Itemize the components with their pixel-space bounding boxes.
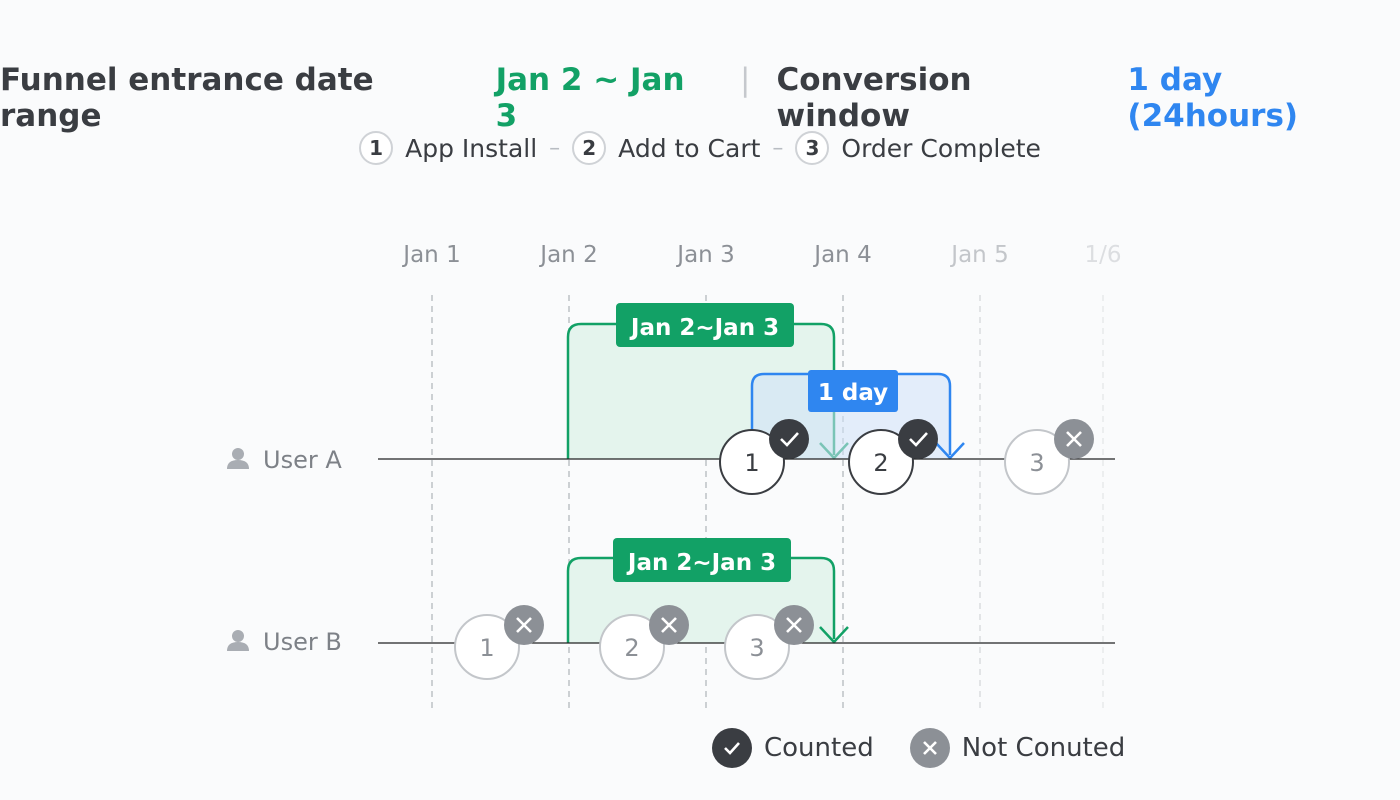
header: Funnel entrance date range Jan 2 ~ Jan 3…: [0, 62, 1400, 134]
step-3-label: Order Complete: [841, 133, 1041, 163]
check-icon: [898, 419, 938, 459]
legend-counted: Counted: [712, 728, 874, 768]
range-tag: [616, 303, 794, 347]
step-1-number: 1: [359, 131, 394, 165]
user-a-row: User A Jan 2~Jan 3 1 day 1 2: [227, 303, 1115, 495]
header-separator: |: [740, 62, 751, 98]
legend: Counted Not Conuted: [712, 728, 1161, 768]
user-icon: [227, 630, 249, 651]
legend-counted-label: Counted: [764, 733, 874, 763]
user-b-event-3: 3: [724, 605, 814, 680]
date-label: Jan 5: [949, 242, 1008, 268]
range-tag-label: Jan 2~Jan 3: [626, 550, 776, 576]
range-value: Jan 2 ~ Jan 3: [495, 62, 685, 134]
range-tag-label: Jan 2~Jan 3: [629, 315, 779, 341]
user-b-event-1: 1: [454, 605, 544, 680]
user-a-event-1: 1: [719, 419, 809, 495]
funnel-steps: 1 App Install – 2 Add to Cart – 3 Order …: [0, 131, 1400, 165]
range-tag: [613, 538, 791, 582]
step-3-number: 3: [795, 131, 830, 165]
date-label: Jan 2: [538, 242, 597, 268]
check-icon: [712, 728, 752, 768]
svg-text:3: 3: [749, 634, 764, 662]
window-value: 1 day (24hours): [1127, 62, 1299, 134]
step-2-number: 2: [572, 131, 607, 165]
user-icon: [227, 448, 249, 469]
check-icon: [769, 419, 809, 459]
user-b-label: User B: [263, 628, 342, 656]
step-separator: –: [549, 135, 561, 161]
window-tag: [808, 370, 898, 412]
close-icon: [909, 728, 950, 768]
user-a-label: User A: [263, 446, 342, 474]
date-label: Jan 4: [812, 242, 871, 268]
user-b-event-2: 2: [599, 605, 689, 680]
step-1-label: App Install: [405, 133, 538, 163]
svg-text:2: 2: [624, 634, 639, 662]
svg-text:1: 1: [479, 634, 494, 662]
window-label: Conversion window: [776, 62, 972, 134]
svg-text:1: 1: [744, 449, 759, 477]
step-separator: –: [772, 135, 784, 161]
step-2-label: Add to Cart: [618, 133, 761, 163]
date-label: Jan 3: [675, 242, 734, 268]
svg-text:2: 2: [873, 449, 888, 477]
range-label: Funnel entrance date range: [0, 62, 374, 134]
user-a-event-2: 2: [848, 419, 938, 495]
legend-not-counted-label: Not Conuted: [961, 733, 1126, 763]
user-a-event-3: 3: [1004, 419, 1094, 495]
user-b-row: User B Jan 2~Jan 3 1 2 3: [227, 538, 1115, 680]
svg-text:3: 3: [1029, 449, 1044, 477]
date-label: 1/6: [1084, 242, 1121, 268]
legend-not-counted: Not Conuted: [909, 728, 1126, 768]
window-tag-label: 1 day: [818, 380, 888, 406]
date-label: Jan 1: [401, 242, 460, 268]
